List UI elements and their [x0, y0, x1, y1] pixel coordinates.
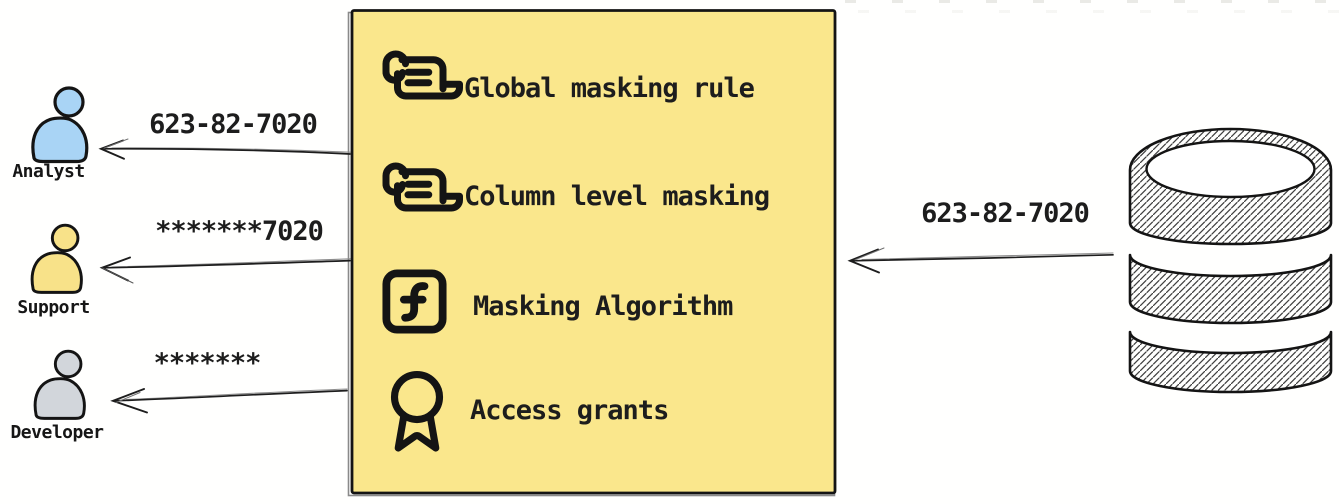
award-icon — [390, 370, 444, 452]
policy-item-label: Masking Algorithm — [473, 291, 733, 322]
arrow-to-developer — [110, 388, 348, 414]
policy-item-label: Access grants — [470, 395, 669, 426]
arrow-to-support — [99, 256, 351, 284]
policy-item-label: Global masking rule — [464, 73, 755, 104]
dot-grid-remnant — [845, 0, 1340, 3]
database-sent-value: 623-82-7020 — [921, 198, 1090, 229]
person-icon — [31, 86, 89, 164]
consumer-name: Developer — [10, 422, 104, 443]
arrow-from-database — [847, 247, 1114, 274]
consumer-name: Support — [17, 297, 90, 318]
policy-box — [350, 9, 837, 495]
support-received-value: *******7020 — [155, 216, 324, 247]
analyst-received-value: 623-82-7020 — [149, 109, 318, 140]
person-icon — [30, 223, 83, 294]
scroll-text-icon — [382, 162, 463, 212]
developer-received-value: ******* — [153, 348, 262, 379]
person-icon — [33, 349, 86, 420]
database-icon — [1128, 127, 1333, 394]
arrow-to-analyst — [98, 138, 351, 160]
scroll-text-icon — [382, 50, 463, 100]
function-square-icon — [382, 269, 447, 334]
policy-item-label: Column level masking — [464, 181, 770, 212]
dot-grid-remnant — [858, 10, 1340, 13]
consumer-name: Analyst — [12, 161, 85, 182]
